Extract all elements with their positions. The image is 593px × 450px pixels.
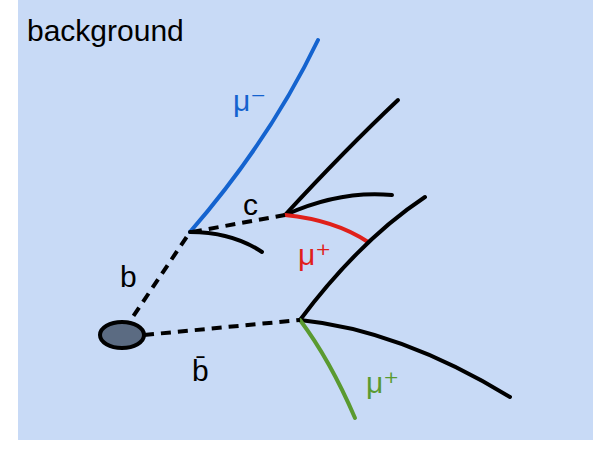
- particle-label: μ⁺: [298, 240, 331, 270]
- interaction-point: [100, 322, 144, 348]
- quark-label: b: [120, 262, 137, 292]
- muon-minus-track: [190, 40, 318, 232]
- muon-plus-track: [300, 320, 355, 418]
- bbar-quark-line: [144, 320, 300, 335]
- quark-label: b̄: [192, 356, 209, 386]
- quark-label: c: [243, 190, 258, 220]
- particle-label: μ⁺: [366, 368, 399, 398]
- hadron-track: [190, 232, 262, 252]
- hadron-track: [285, 100, 398, 215]
- background-panel: [18, 0, 593, 440]
- hadron-track: [300, 320, 510, 397]
- c-quark-line: [192, 215, 285, 232]
- particle-label: μ⁻: [233, 86, 266, 116]
- hadron-track: [285, 194, 392, 215]
- diagram-title: background: [27, 16, 184, 46]
- muon-plus-track: [285, 215, 368, 242]
